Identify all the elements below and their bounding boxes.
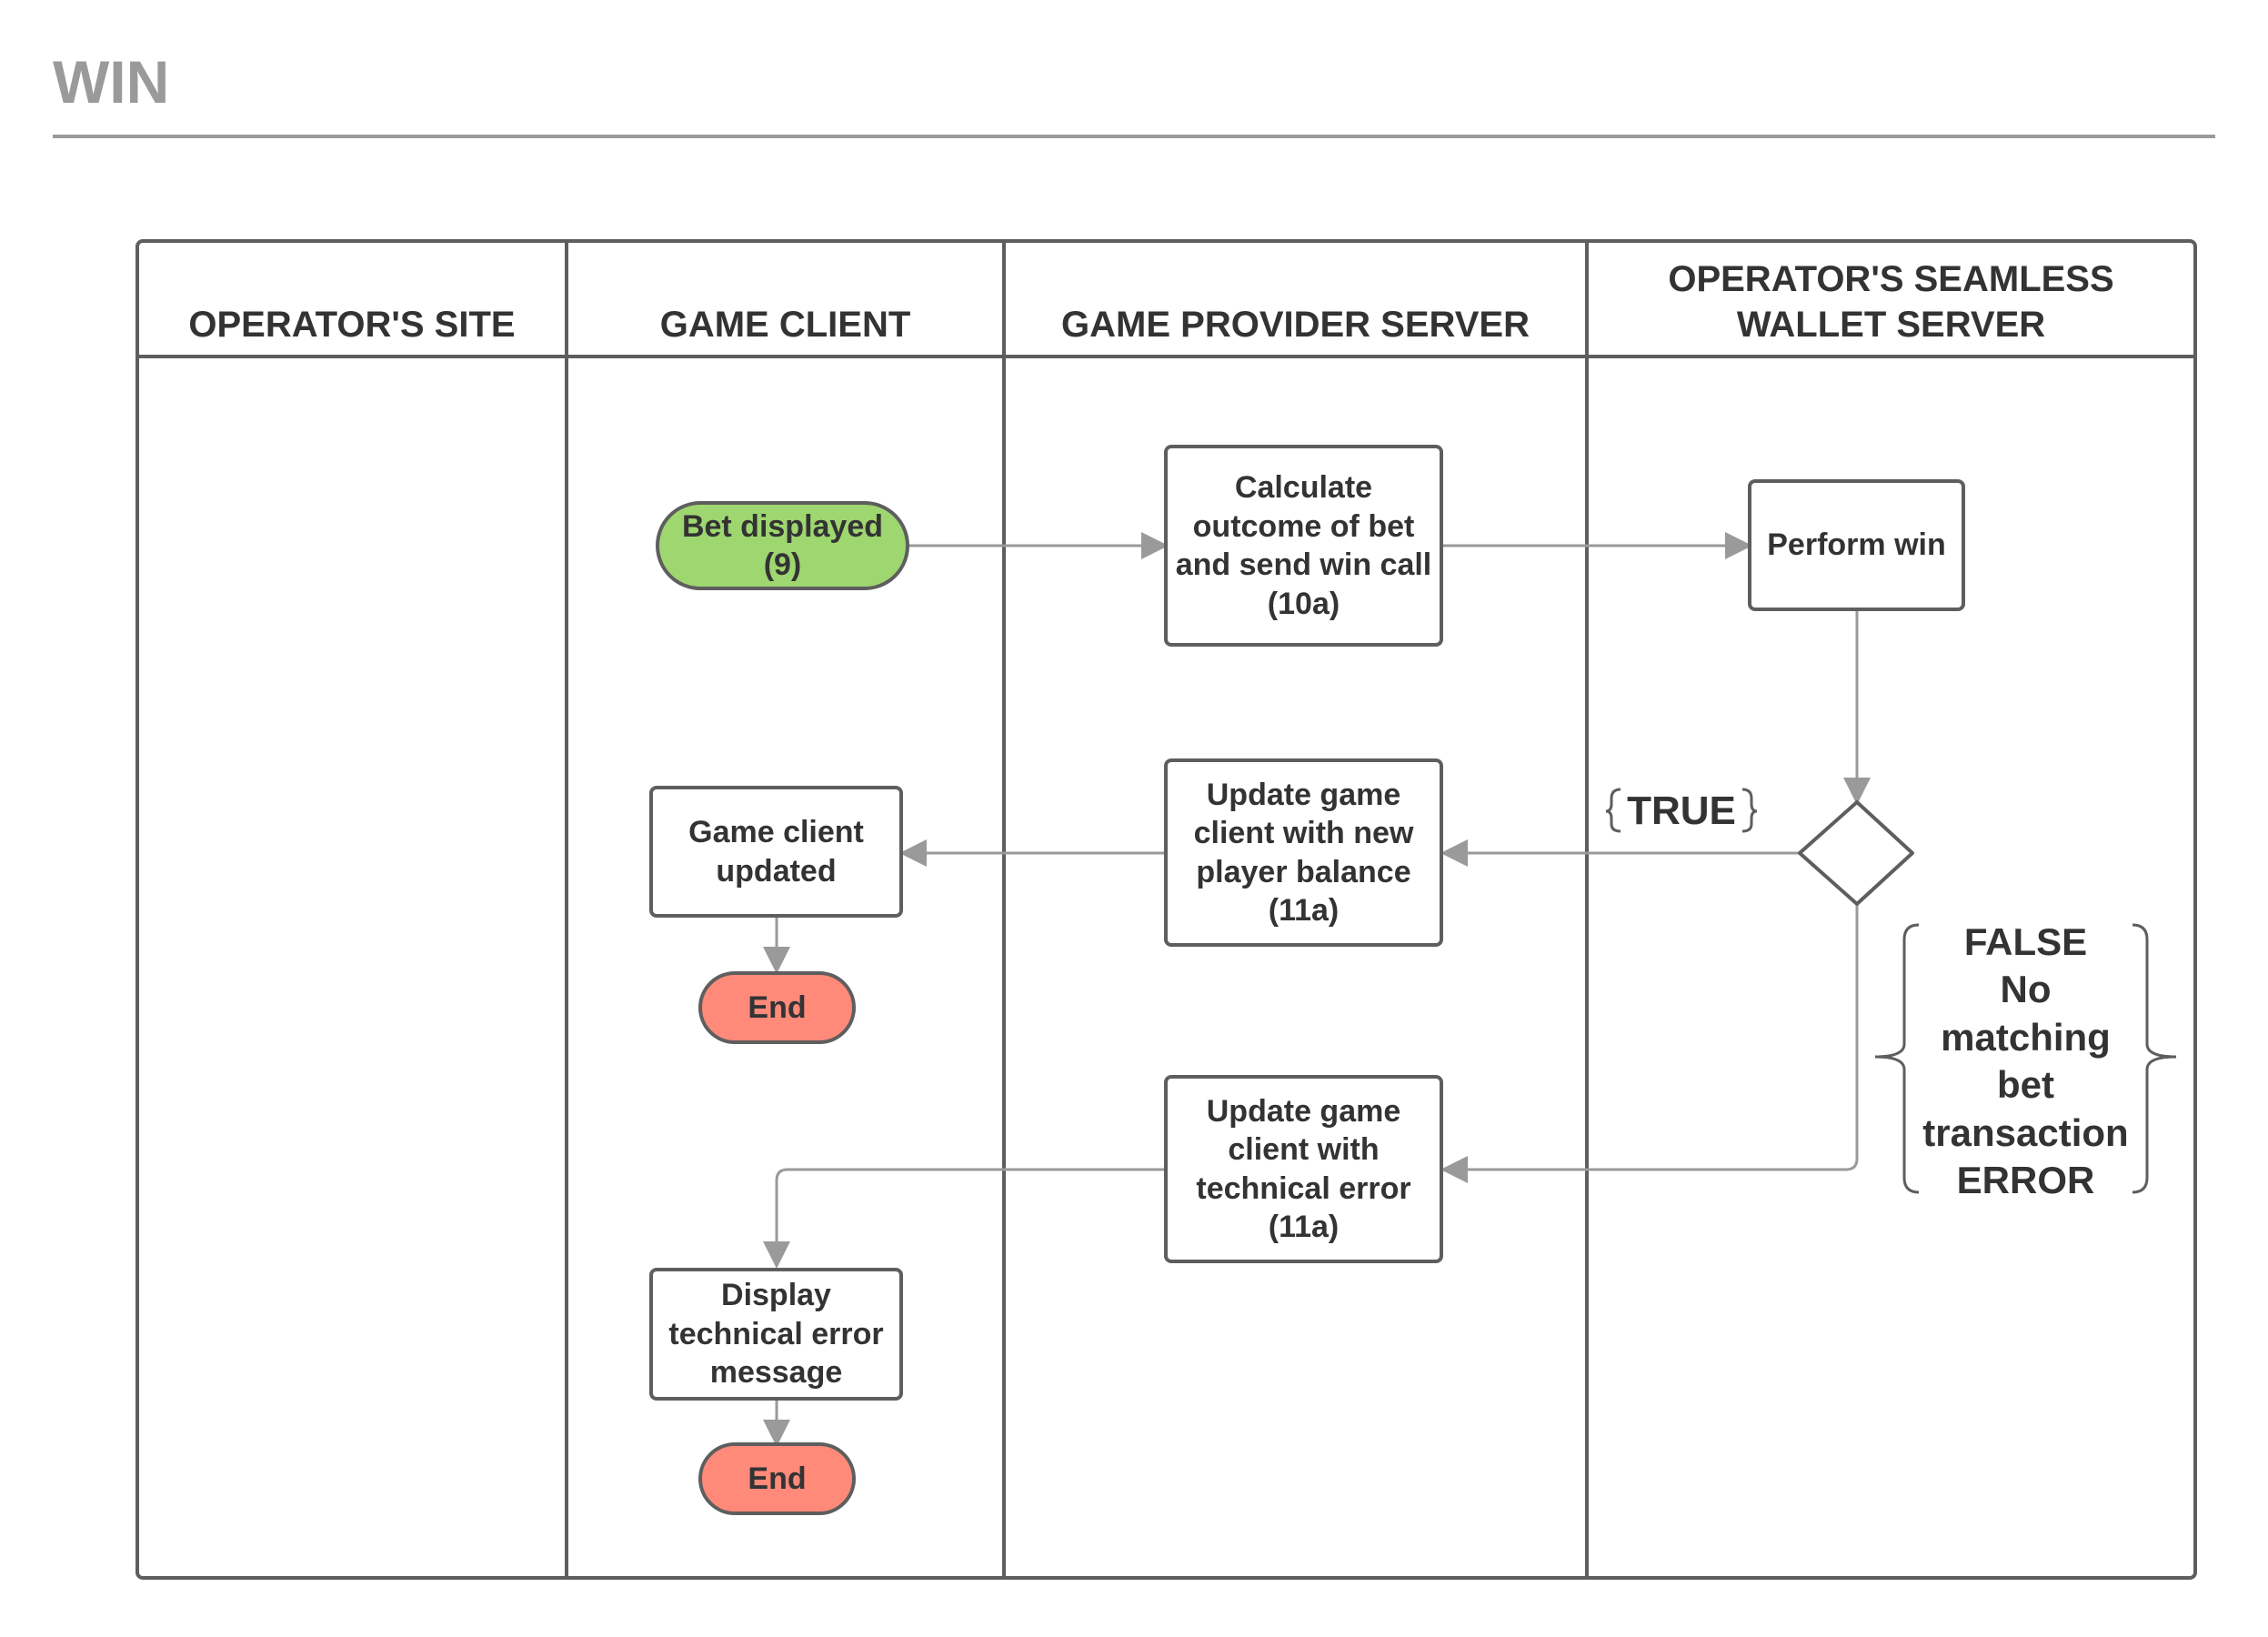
- lane-header-operators-site: OPERATOR'S SITE: [188, 305, 516, 345]
- update-error-box: [1164, 1075, 1443, 1263]
- update-balance-label: Update game client with new player balan…: [1193, 777, 1414, 929]
- decision-diamond: [1798, 800, 1914, 906]
- end-2-label: End: [748, 1461, 807, 1496]
- end-terminator-1: [698, 971, 856, 1044]
- false-brace-right: [2132, 923, 2177, 1194]
- display-error-box: [649, 1268, 903, 1401]
- calculate-outcome-label: Calculate outcome of bet and send win ca…: [1175, 470, 1432, 621]
- perform-win-box: [1748, 479, 1965, 611]
- arrow-update-error-to-display-error: [763, 1168, 1166, 1269]
- bet-displayed-label: Bet displayed (9): [681, 508, 884, 583]
- update-error-label: Update game client with technical error …: [1196, 1093, 1411, 1245]
- calculate-outcome-box: [1164, 445, 1443, 647]
- update-balance-box: [1164, 758, 1443, 947]
- bet-displayed-terminator: [656, 501, 909, 590]
- arrow-decision-to-update-error: [1440, 904, 1859, 1183]
- lane-header-seamless-wallet-server: OPERATOR'S SEAMLESS WALLET SERVER: [1668, 259, 2114, 345]
- true-brace-right: [1741, 788, 1758, 833]
- end-1-label: End: [748, 989, 807, 1025]
- false-annotation: FALSE No matching bet transaction ERROR: [1922, 919, 2129, 1202]
- page-title: WIN: [53, 48, 170, 115]
- false-brace-left: [1874, 923, 1920, 1194]
- swimlane-frame: [135, 239, 2197, 1580]
- game-client-updated-box: [649, 786, 903, 918]
- title-divider: [53, 135, 2215, 138]
- lane-header-game-client: GAME CLIENT: [659, 305, 911, 345]
- perform-win-label: Perform win: [1767, 527, 1946, 563]
- true-brace-left: [1605, 788, 1621, 833]
- end-terminator-2: [698, 1442, 856, 1515]
- game-client-updated-label: Game client updated: [688, 815, 864, 889]
- display-error-label: Display technical error message: [668, 1278, 884, 1391]
- lane-header-game-provider-server: GAME PROVIDER SERVER: [1061, 305, 1530, 345]
- true-annotation: TRUE: [1627, 788, 1736, 833]
